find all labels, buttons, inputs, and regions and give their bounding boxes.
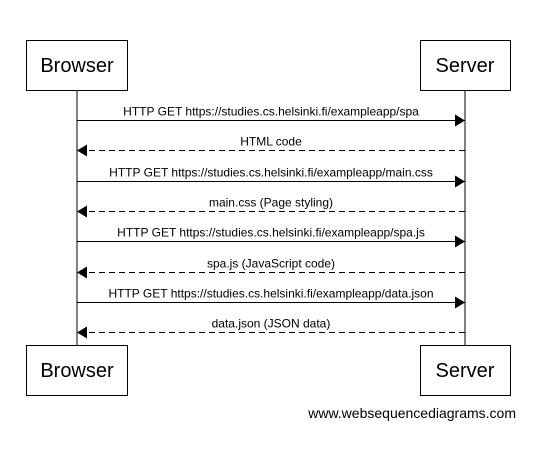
- message-7: HTTP GET https://studies.cs.helsinki.fi/…: [77, 287, 465, 309]
- server-actor-top: Server: [420, 40, 511, 91]
- message-1-label: HTTP GET https://studies.cs.helsinki.fi/…: [123, 105, 419, 119]
- message-2-label: HTML code: [240, 135, 302, 149]
- message-4-label: main.css (Page styling): [209, 196, 333, 210]
- message-7-label: HTTP GET https://studies.cs.helsinki.fi/…: [108, 287, 433, 301]
- server-actor-top-label: Server: [436, 55, 495, 77]
- message-3-label: HTTP GET https://studies.cs.helsinki.fi/…: [109, 166, 433, 180]
- message-2: HTML code: [77, 135, 465, 157]
- message-3: HTTP GET https://studies.cs.helsinki.fi/…: [77, 166, 465, 188]
- message-1: HTTP GET https://studies.cs.helsinki.fi/…: [77, 105, 465, 127]
- message-4: main.css (Page styling): [77, 196, 465, 218]
- browser-actor-top-label: Browser: [40, 55, 114, 77]
- message-8-label: data.json (JSON data): [212, 317, 331, 331]
- server-actor-bottom-label: Server: [436, 360, 495, 382]
- watermark-text: www.websequencediagrams.com: [307, 405, 516, 421]
- browser-actor-bottom: Browser: [26, 345, 128, 396]
- server-actor-bottom: Server: [420, 345, 511, 396]
- message-list: HTTP GET https://studies.cs.helsinki.fi/…: [77, 105, 465, 339]
- message-6: spa.js (JavaScript code): [77, 257, 465, 279]
- message-5-label: HTTP GET https://studies.cs.helsinki.fi/…: [117, 226, 425, 240]
- browser-actor-bottom-label: Browser: [40, 360, 114, 382]
- browser-actor-top: Browser: [26, 40, 128, 91]
- message-6-label: spa.js (JavaScript code): [207, 257, 335, 271]
- message-5: HTTP GET https://studies.cs.helsinki.fi/…: [77, 226, 465, 248]
- message-8: data.json (JSON data): [77, 317, 465, 339]
